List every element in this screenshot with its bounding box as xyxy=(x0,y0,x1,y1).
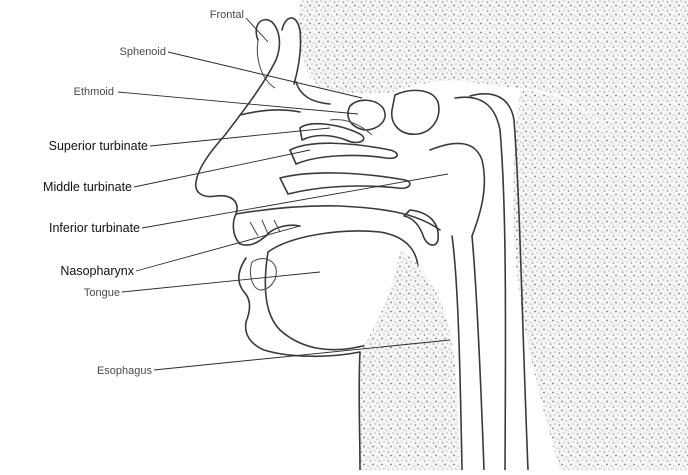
pharynx-wall-front xyxy=(430,143,484,236)
leader-tongue xyxy=(122,272,320,292)
label-middle-turbinate: Middle turbinate xyxy=(43,180,132,194)
pharynx-wall-back xyxy=(455,97,505,470)
sphenoid-sinus xyxy=(392,90,439,134)
larynx-column xyxy=(359,250,460,470)
leader-inferior-turbinate xyxy=(142,174,448,228)
lower-teeth xyxy=(250,259,276,290)
label-superior-turbinate: Superior turbinate xyxy=(49,139,148,153)
ethmoid-sinus xyxy=(348,100,385,130)
frontal-sinus-outline xyxy=(257,40,275,88)
lower-jaw xyxy=(239,258,360,356)
label-frontal: Frontal xyxy=(210,9,244,21)
label-inferior-turbinate: Inferior turbinate xyxy=(49,221,140,235)
ethmoid-shelf xyxy=(330,120,372,135)
label-esophagus: Esophagus xyxy=(97,365,153,377)
leader-middle-turbinate xyxy=(134,150,310,187)
esophagus-tube-right xyxy=(472,236,484,470)
leader-superior-turbinate xyxy=(150,128,330,146)
inferior-turbinate-shape xyxy=(280,173,410,194)
label-nasopharynx: Nasopharynx xyxy=(60,264,134,278)
neck-front xyxy=(359,352,360,470)
label-tongue: Tongue xyxy=(84,287,120,299)
leader-nasopharynx xyxy=(136,226,300,271)
label-sphenoid: Sphenoid xyxy=(120,46,167,58)
middle-turbinate-shape xyxy=(290,143,397,164)
label-ethmoid: Ethmoid xyxy=(74,86,114,98)
